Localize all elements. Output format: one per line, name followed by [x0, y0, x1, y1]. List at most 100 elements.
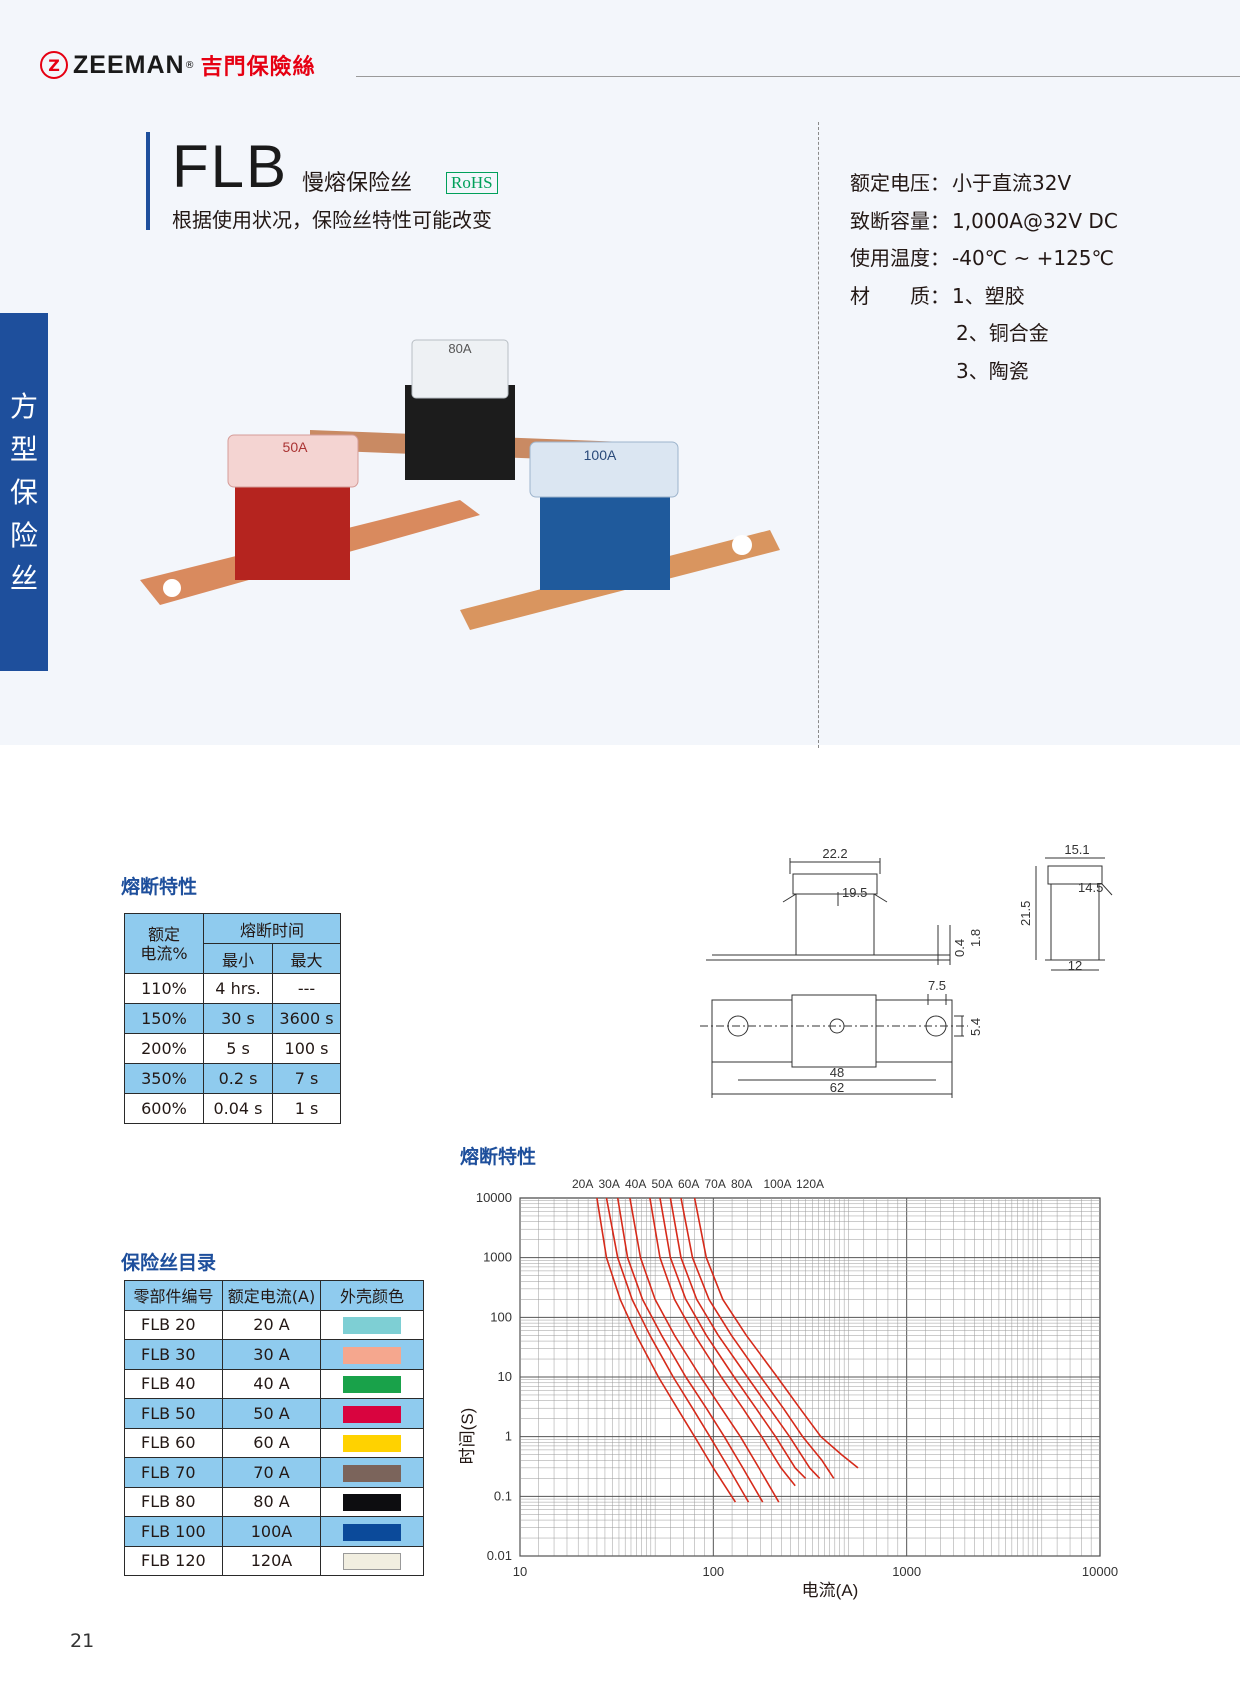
x-axis-label: 电流(A)	[802, 1581, 859, 1600]
color-swatch	[343, 1405, 401, 1423]
dim-span-total: 62	[830, 1080, 844, 1095]
curve-label-30A: 30A	[599, 1177, 620, 1191]
color-swatch	[343, 1494, 401, 1512]
side-view: 15.1 14.5 21.5 12	[1018, 842, 1113, 973]
dim-height: 21.5	[1018, 901, 1033, 926]
spec-material-2: 2、铜合金	[956, 321, 1049, 345]
curve-100A	[680, 1197, 835, 1479]
brand-name-en: ZEEMAN	[73, 50, 185, 79]
dashed-divider	[818, 122, 819, 748]
curve-label-70A: 70A	[705, 1177, 726, 1191]
side-tab-char: 保	[9, 475, 38, 509]
col-max: 最大	[272, 943, 341, 974]
y-tick-label: 0.1	[494, 1488, 512, 1503]
table-header-row: 最小 最大	[125, 943, 341, 974]
col-min: 最小	[203, 943, 273, 974]
fuse-black-label: 80A	[448, 341, 471, 356]
top-view: 7.5 5.4 48 62	[700, 978, 983, 1098]
rohs-badge: RoHS	[446, 172, 498, 194]
y-tick-label: 10	[498, 1369, 512, 1384]
fuse-blue-illustration: 100A	[460, 441, 780, 630]
product-model: FLB	[172, 133, 289, 200]
side-tab-char: 方	[9, 389, 38, 423]
brand-name-cn: 吉門保險絲	[200, 55, 316, 80]
side-tab-char: 险	[9, 518, 38, 552]
fusing-table: 额定 电流% 熔断时间 最小 最大 110%4 hrs.--- 150%30 s…	[124, 913, 341, 1124]
curve-label-80A: 80A	[731, 1177, 752, 1191]
dim-span-inner: 48	[830, 1065, 844, 1080]
color-swatch	[343, 1523, 401, 1541]
page-number: 21	[70, 1630, 95, 1652]
col-part-number: 零部件编号	[124, 1280, 223, 1311]
y-tick-label: 0.01	[487, 1548, 512, 1563]
spec-breaking-capacity: 致断容量：1,000A@32V DC	[850, 208, 1118, 233]
curve-label-120A: 120A	[796, 1177, 824, 1191]
dim-thickness-1: 0.4	[952, 939, 967, 957]
dimension-drawing: 22.2 19.5 0.4 1.8 15.1 14.5 21.5 12 7.5 …	[700, 842, 1113, 1098]
spec-list: 额定电压：小于直流32V 致断容量：1,000A@32V DC 使用温度：-40…	[850, 165, 1118, 390]
col-housing-color: 外壳颜色	[320, 1280, 424, 1311]
fuse-red-illustration: 50A	[140, 434, 480, 605]
curve-50A	[629, 1197, 780, 1503]
x-tick-label: 10000	[1082, 1564, 1118, 1579]
table-header-row: 零部件编号 额定电流(A) 外壳颜色	[124, 1280, 424, 1311]
dim-width: 22.2	[822, 846, 847, 861]
logo-mark-icon: Z	[40, 51, 68, 79]
curve-40A	[616, 1197, 764, 1503]
usage-note: 根据使用状况，保险丝特性可能改变	[172, 208, 492, 232]
side-category-tab: 方 型 保 险 丝	[0, 313, 48, 671]
brand-logo: Z ZEEMAN ® 吉門保險絲	[40, 48, 316, 82]
spec-temperature: 使用温度：-40℃ ~ +125℃	[850, 246, 1114, 270]
spec-voltage: 额定电压：小于直流32V	[850, 171, 1072, 195]
x-tick-label: 10	[513, 1564, 527, 1579]
y-tick-label: 10000	[476, 1190, 512, 1205]
spec-material-3: 3、陶瓷	[956, 358, 1029, 383]
curve-label-40A: 40A	[625, 1177, 646, 1191]
x-tick-label: 100	[702, 1564, 724, 1579]
curve-70A	[659, 1197, 807, 1479]
col-rated-current-a: 额定电流(A)	[222, 1280, 321, 1311]
color-swatch	[343, 1435, 401, 1453]
dim-side-base: 12	[1068, 958, 1082, 973]
color-swatch	[343, 1553, 401, 1571]
curve-20A	[596, 1197, 737, 1503]
y-tick-label: 100	[490, 1309, 512, 1324]
dim-hole-gap: 7.5	[928, 978, 946, 993]
header-divider	[356, 76, 1240, 77]
curve-label-20A: 20A	[572, 1177, 593, 1191]
curve-label-60A: 60A	[678, 1177, 699, 1191]
dim-thickness-2: 1.8	[968, 929, 983, 947]
table-row: 110%4 hrs.---	[124, 973, 341, 1004]
chart-grid	[519, 1197, 1101, 1557]
curve-label-100A: 100A	[764, 1177, 792, 1191]
col-fusing-time: 熔断时间	[203, 913, 341, 944]
color-swatch	[343, 1464, 401, 1482]
catalog-title: 保险丝目录	[121, 1252, 217, 1274]
registered-mark: ®	[184, 59, 195, 71]
fuse-red-label: 50A	[283, 439, 309, 455]
spec-material: 材 质：1、塑胶	[850, 283, 1025, 308]
curve-120A	[693, 1197, 859, 1469]
title-accent-bar	[146, 132, 150, 230]
y-tick-label: 1	[505, 1429, 512, 1444]
curve-30A	[605, 1197, 750, 1503]
top-band	[0, 0, 1240, 745]
product-photo: 80A 50A 100A	[140, 339, 780, 630]
table-header-row: 额定 电流% 熔断时间	[124, 913, 341, 974]
color-swatch	[343, 1346, 401, 1364]
curve-60A	[649, 1197, 796, 1487]
